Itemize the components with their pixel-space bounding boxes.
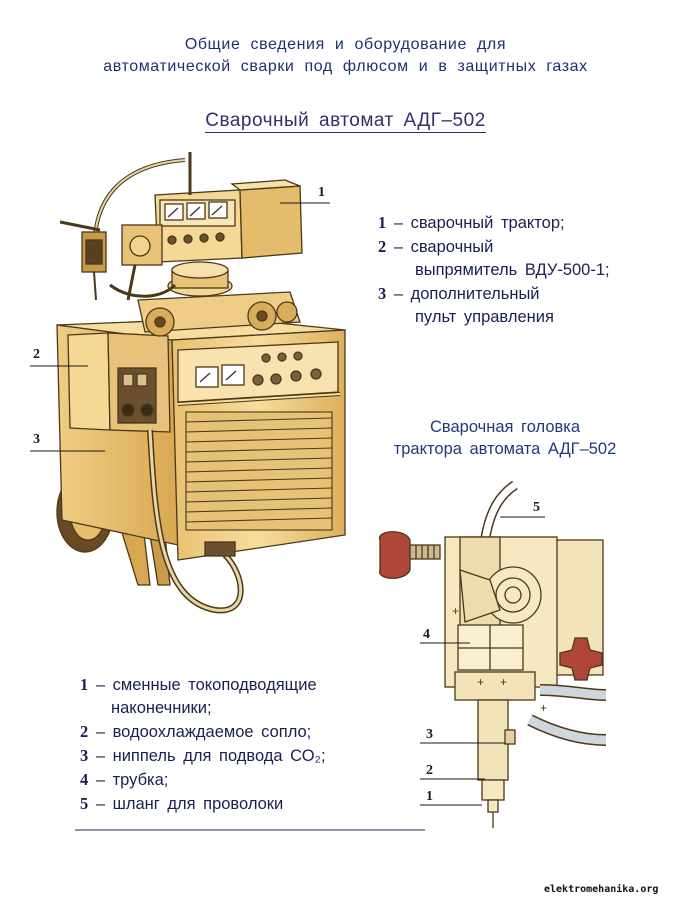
- svg-text:+: +: [477, 675, 484, 689]
- head-legend-item-4: 4 – трубка;: [80, 770, 169, 789]
- contact-tip: [481, 779, 505, 801]
- svg-text:+: +: [452, 604, 459, 618]
- head-title-line-2: трактора автомата АДГ–502: [393, 440, 617, 458]
- ammeter: [195, 366, 219, 388]
- head-legend-item-3: 3 – ниппель для подвода СО₂;: [80, 746, 326, 765]
- machine-legend-item-2: 2 – сварочный: [378, 237, 494, 256]
- water-cooled-nozzle: [477, 699, 509, 781]
- footer-site-url: elektromehanika.org: [544, 884, 659, 895]
- welding-head-illustration: + + + +: [379, 480, 607, 828]
- machine-legend-item-3: 3 – дополнительный: [378, 284, 540, 303]
- adjust-knob-red: [559, 637, 603, 681]
- machine-callout-2: 2: [33, 347, 40, 362]
- machine-callout-3: 3: [33, 432, 40, 447]
- head-callout-4: 4: [423, 627, 430, 642]
- machine-legend: 1 – сварочный трактор; 2 – сварочный вып…: [378, 211, 610, 329]
- machine-callout-1: 1: [318, 185, 325, 200]
- subtitle-text: Сварочный автомат АДГ–502: [205, 110, 486, 133]
- co2-nipple: [504, 729, 516, 745]
- clamp-knob-red: [379, 531, 411, 579]
- subtitle: Сварочный автомат АДГ–502: [0, 110, 691, 133]
- machine-legend-item-1: 1 – сварочный трактор;: [378, 213, 565, 232]
- head-callout-1: 1: [426, 789, 433, 804]
- machine-legend-item-3-cont: пульт управления: [415, 308, 554, 326]
- head-callout-3: 3: [426, 727, 433, 742]
- auxiliary-control-box: [67, 332, 111, 431]
- header-line-2: автоматической сварки под флюсом и в защ…: [103, 58, 588, 75]
- ventilation-louvers: [185, 411, 333, 531]
- head-legend: 1 – сменные токоподводящие наконечники; …: [80, 673, 326, 816]
- head-legend-item-1-cont: наконечники;: [111, 699, 212, 717]
- head-legend-item-2: 2 – водоохлаждаемое сопло;: [80, 722, 312, 741]
- head-callout-2: 2: [426, 763, 433, 778]
- head-legend-item-1: 1 – сменные токоподводящие: [80, 675, 317, 694]
- machine-legend-item-2-cont: выпрямитель ВДУ-500-1;: [415, 261, 610, 279]
- svg-text:+: +: [500, 675, 507, 689]
- svg-text:+: +: [540, 701, 547, 715]
- head-title-line-1: Сварочная головка: [429, 418, 581, 436]
- head-leader-lines: [420, 516, 545, 806]
- voltmeter: [221, 364, 245, 386]
- head-legend-item-5: 5 – шланг для проволоки: [80, 794, 284, 813]
- welding-machine-illustration: [56, 152, 346, 614]
- header-line-1: Общие сведения и оборудование для: [184, 36, 507, 53]
- head-callout-5: 5: [533, 500, 540, 515]
- machine-leader-lines: [30, 202, 330, 452]
